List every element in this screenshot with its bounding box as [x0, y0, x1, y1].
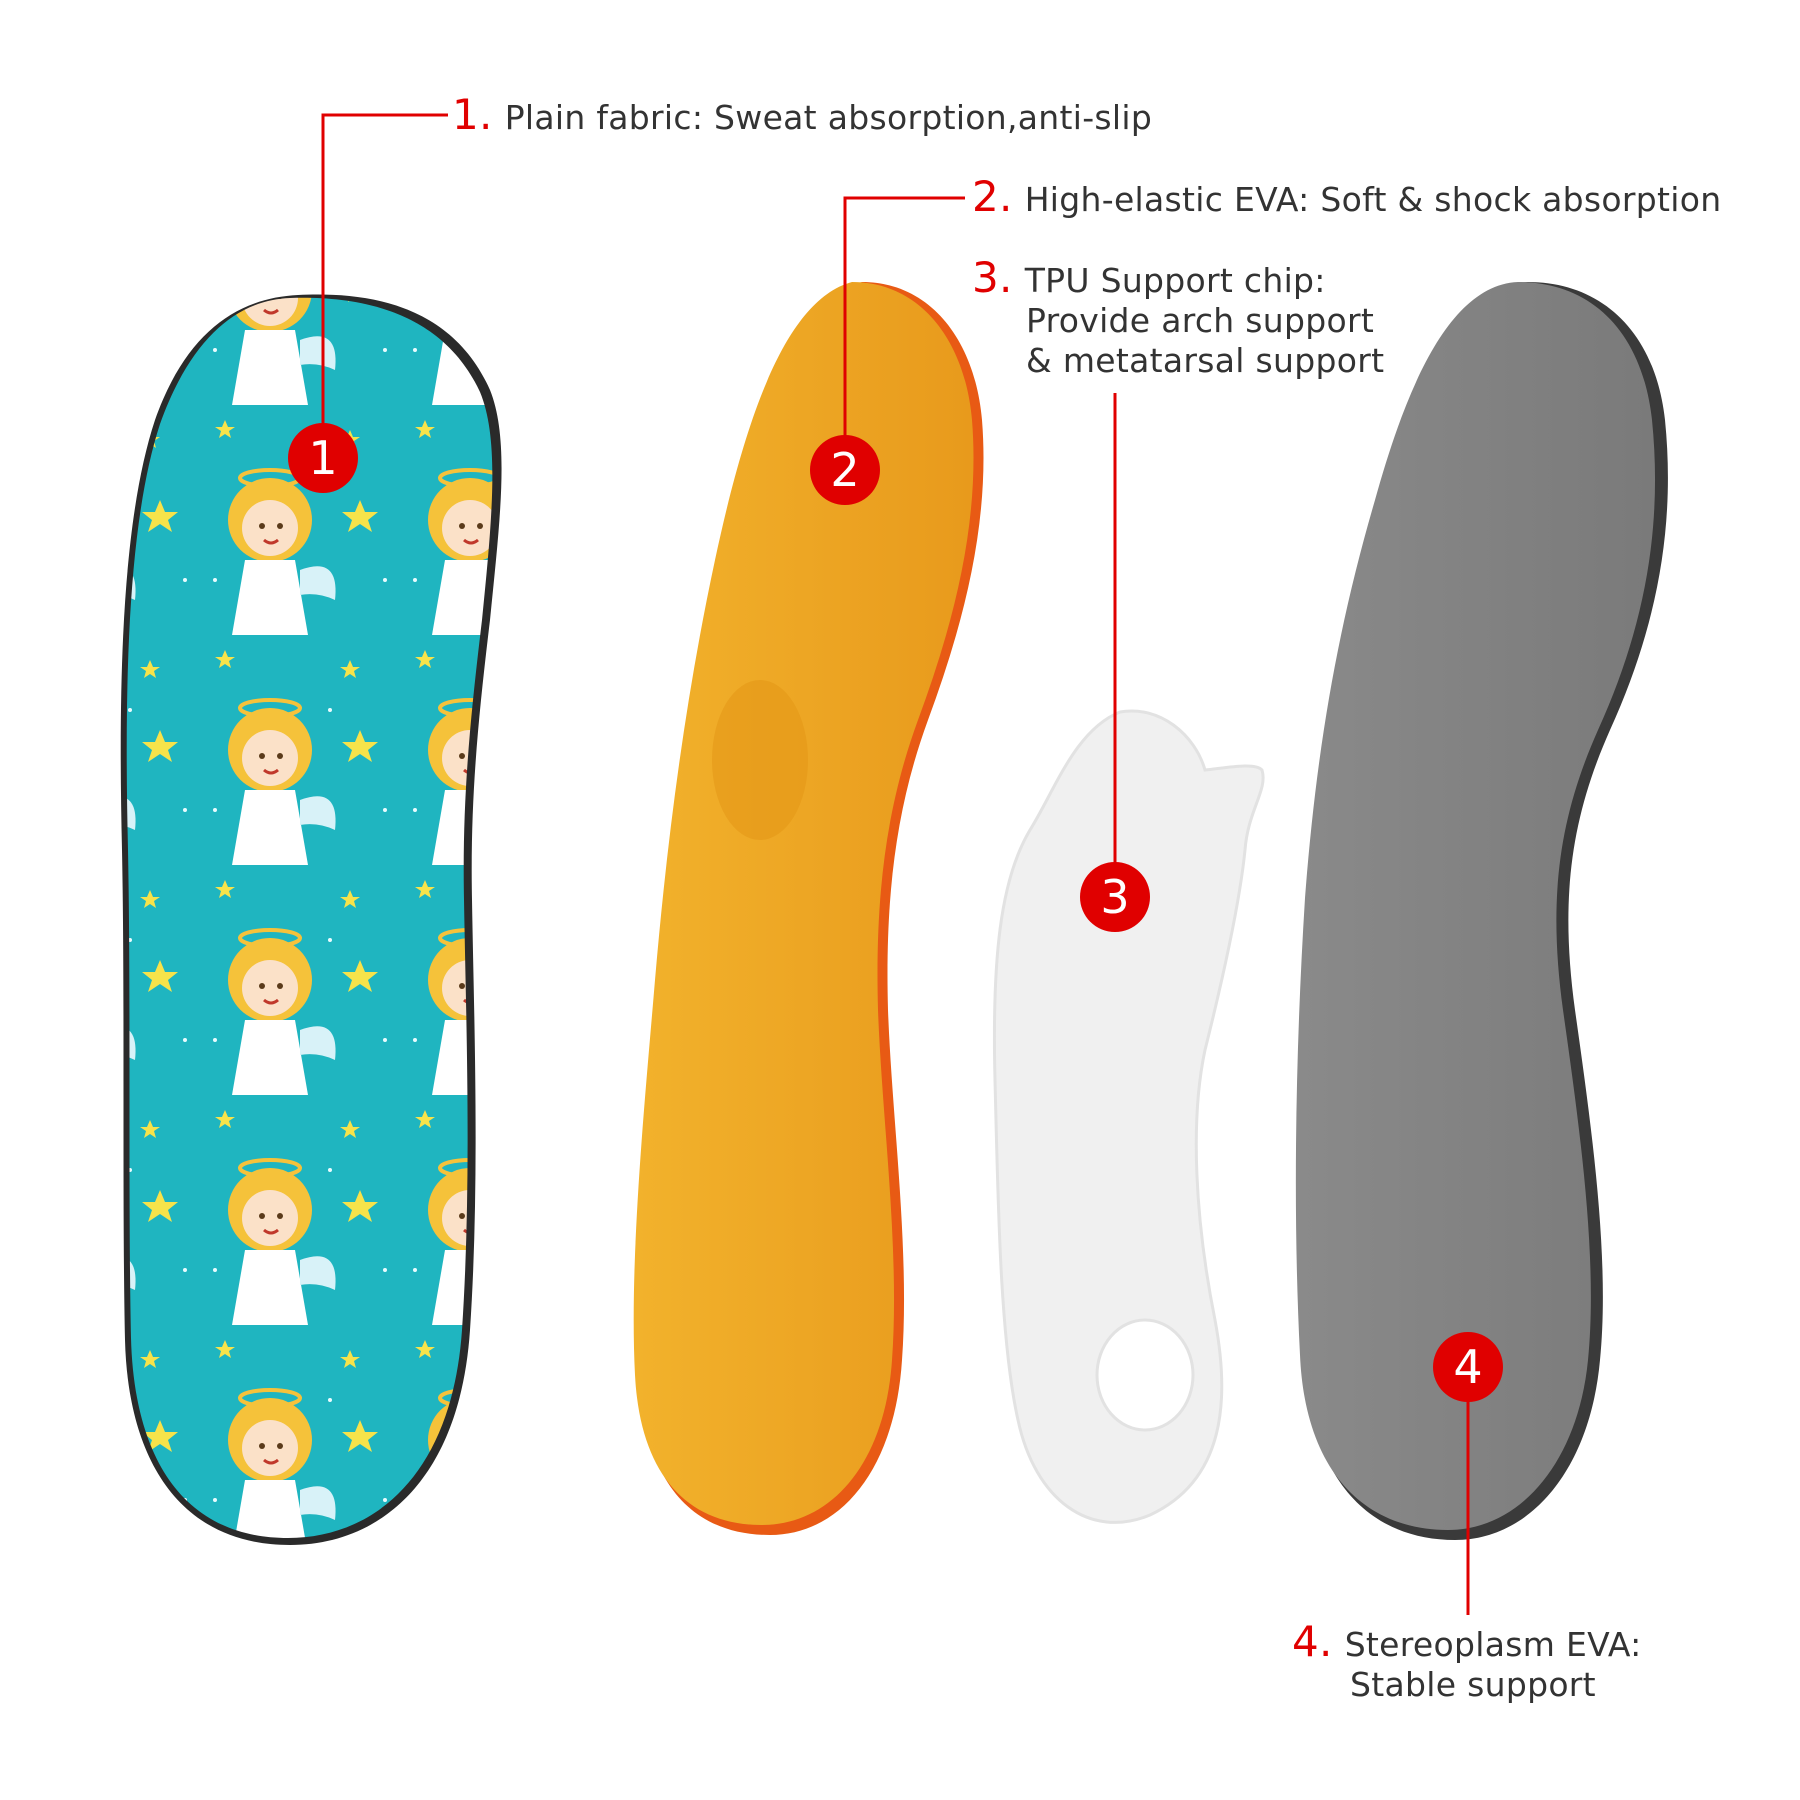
- badge-2-text: 2: [830, 443, 859, 497]
- label-4: 4.Stereoplasm EVA: Stable support: [1292, 1621, 1642, 1705]
- badge-3: 3: [1080, 862, 1150, 932]
- label-1: 1.Plain fabric: Sweat absorption,anti-sl…: [452, 94, 1153, 138]
- tpu-support-chip: [992, 709, 1265, 1524]
- label-4-line-2: Stable support: [1350, 1665, 1596, 1704]
- leader-line-1: [321, 113, 448, 455]
- badge-4: 4: [1433, 1332, 1503, 1402]
- fabric-insole: [120, 294, 502, 1545]
- label-2-line-1: High-elastic EVA: Soft & shock absorptio…: [1024, 180, 1722, 219]
- label-3-line-2: Provide arch support: [1026, 301, 1375, 340]
- label-2: 2.High-elastic EVA: Soft & shock absorpt…: [972, 176, 1722, 220]
- stereoplasm-eva-base: [1295, 282, 1668, 1540]
- badge-1: 1: [288, 423, 358, 493]
- badge-1-text: 1: [308, 431, 337, 485]
- badge-3-text: 3: [1100, 870, 1129, 924]
- label-4-line-1: Stereoplasm EVA:: [1344, 1625, 1642, 1664]
- label-3-number: 3.: [972, 253, 1013, 302]
- badge-2: 2: [810, 435, 880, 505]
- label-4-number: 4.: [1292, 1617, 1333, 1666]
- label-3-line-3: & metatarsal support: [1026, 341, 1385, 380]
- leader-line-2: [843, 196, 965, 466]
- leader-lines: [321, 113, 1470, 1615]
- label-1-line-1: Plain fabric: Sweat absorption,anti-slip: [504, 98, 1153, 137]
- label-3: 3.TPU Support chip: Provide arch support…: [972, 257, 1385, 381]
- eva-orange-layer: [633, 282, 984, 1535]
- label-3-line-1: TPU Support chip:: [1024, 261, 1326, 300]
- label-2-number: 2.: [972, 172, 1013, 221]
- badge-4-text: 4: [1453, 1340, 1482, 1394]
- label-1-number: 1.: [452, 90, 493, 139]
